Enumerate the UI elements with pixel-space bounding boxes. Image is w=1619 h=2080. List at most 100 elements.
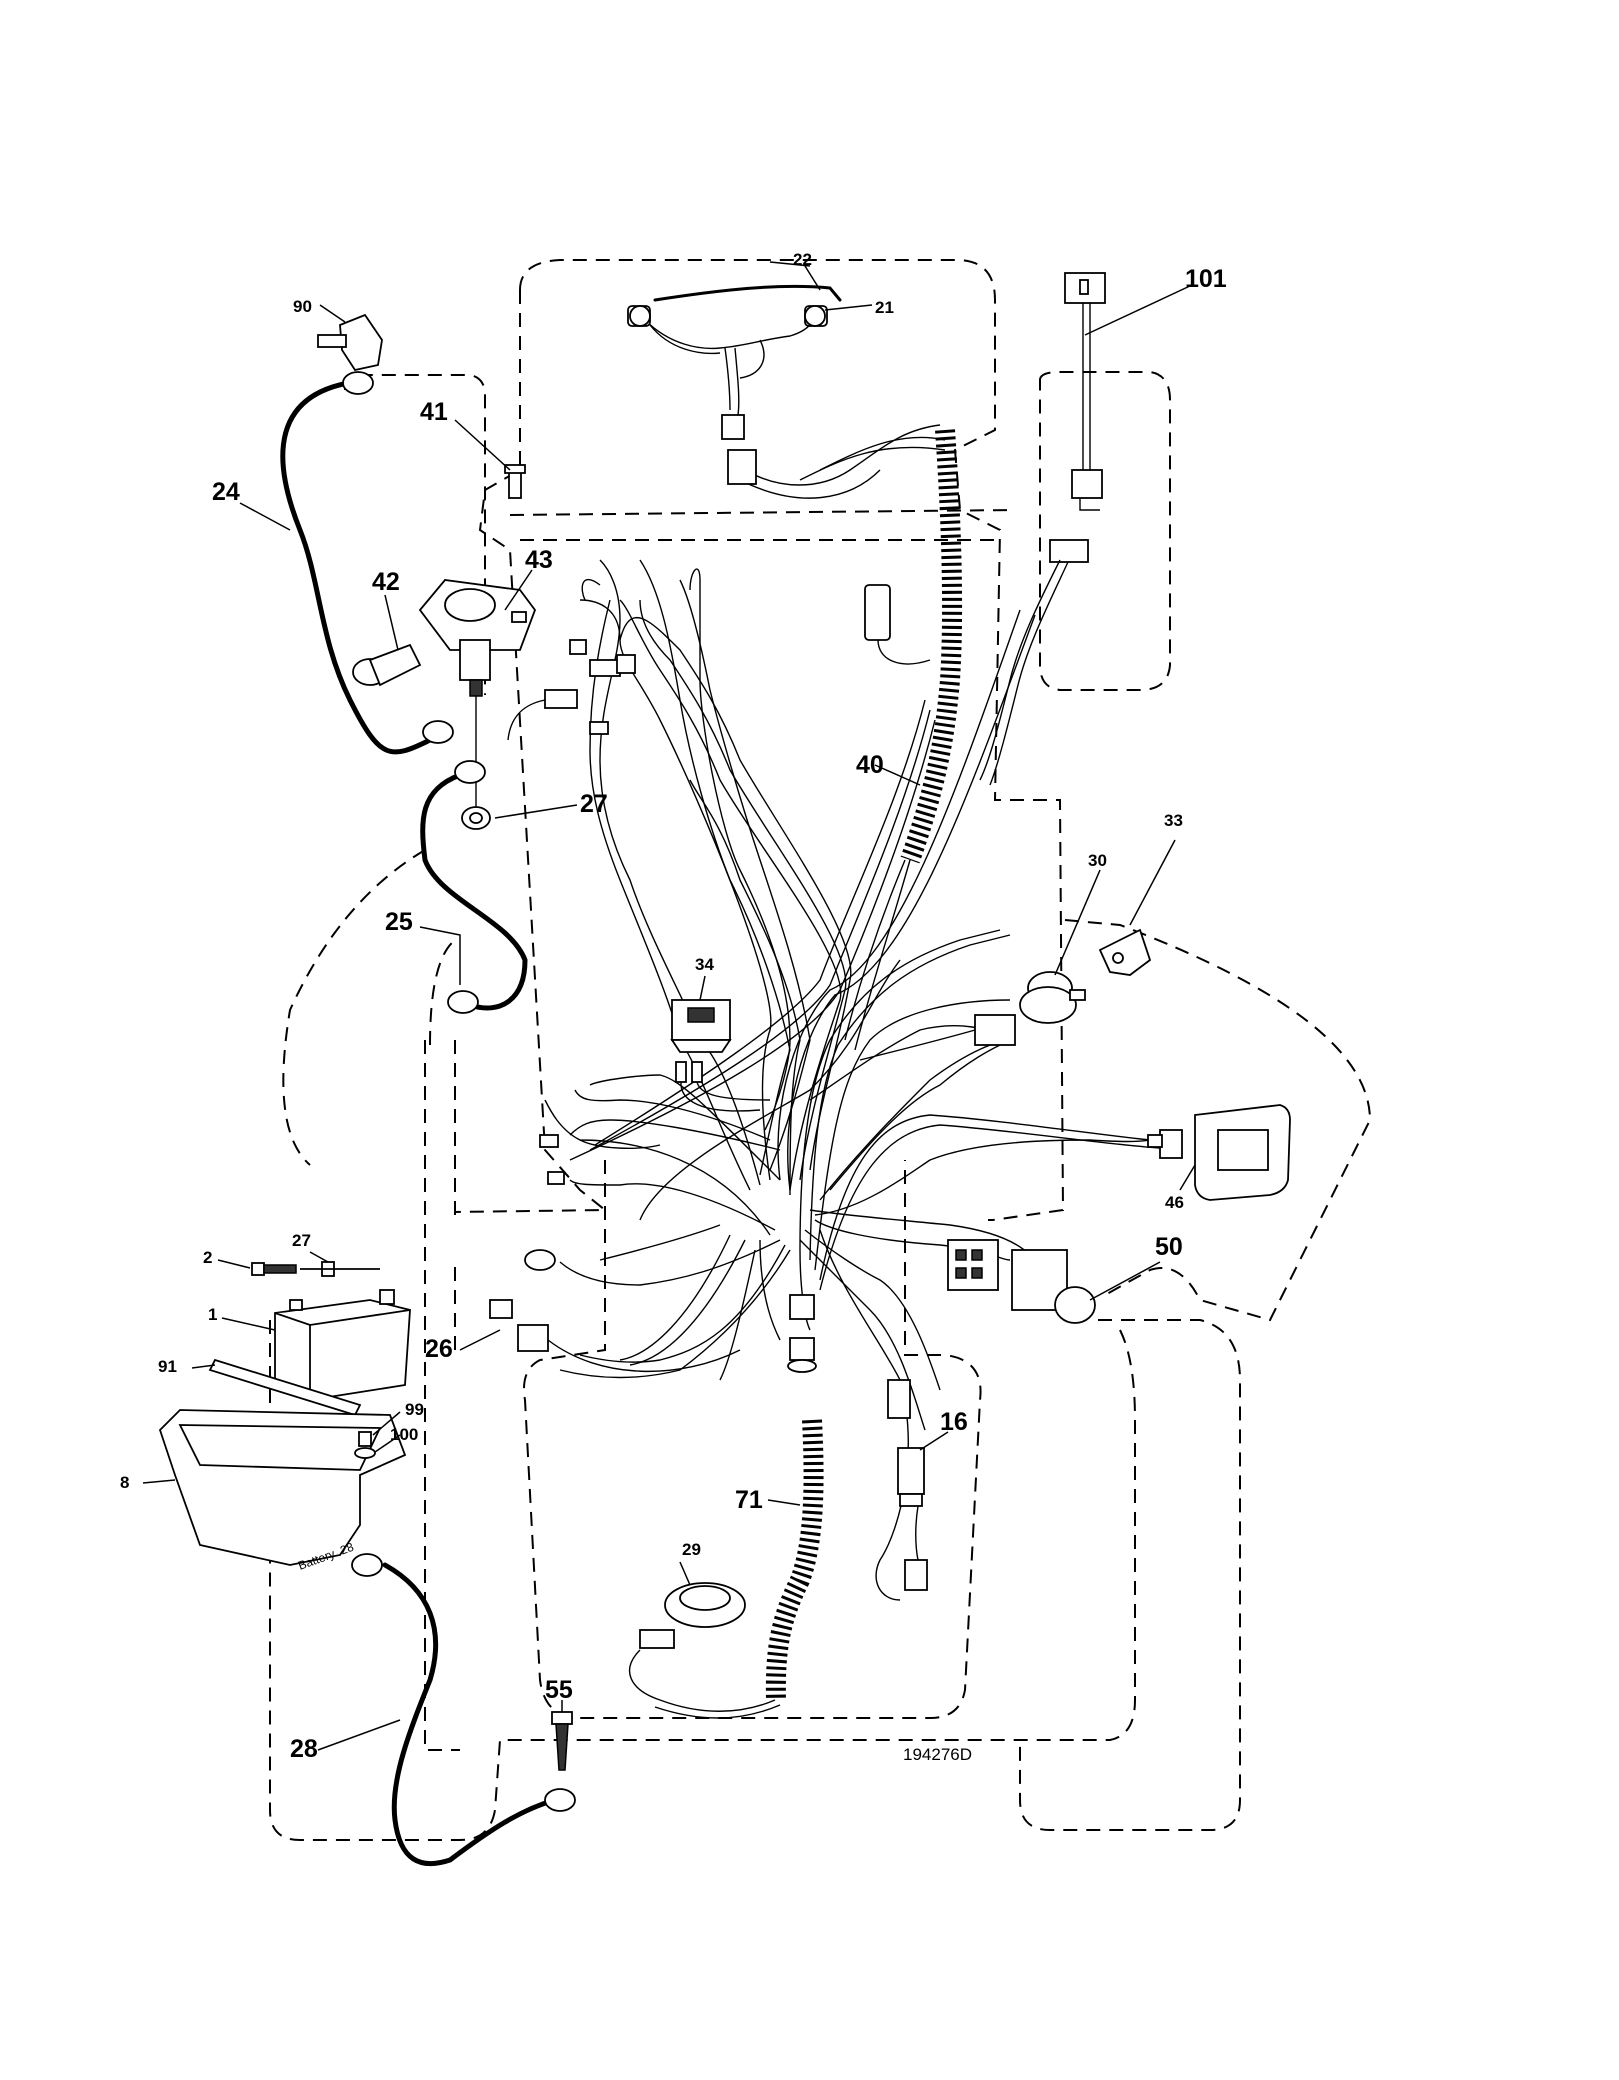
connector-16c-icon <box>904 1559 928 1591</box>
battery-1-post-a-icon <box>289 1299 303 1311</box>
ring-terminal-28b-icon <box>544 1788 576 1812</box>
terminal-left-b-icon <box>547 1171 565 1185</box>
key-33-icon <box>1098 928 1152 976</box>
connector-16-latch-icon <box>899 1493 923 1507</box>
callout-100: 100 <box>390 1425 418 1444</box>
callout-8: 8 <box>120 1473 129 1492</box>
switch-34-terminal-a-icon <box>675 1061 687 1083</box>
callout-46: 46 <box>1165 1193 1184 1212</box>
connector-16b-icon <box>887 1379 911 1419</box>
fuse-26-icon <box>489 1299 513 1319</box>
part-25-cable <box>420 760 528 1014</box>
part-24-cable <box>280 371 454 755</box>
part-34-switch <box>670 999 771 1112</box>
boot-42-sleeve-icon <box>368 643 422 687</box>
connector-40-icon <box>864 584 891 641</box>
callout-91: 91 <box>158 1357 177 1376</box>
socket-a-icon <box>789 1294 815 1320</box>
spade-connector-d-icon <box>544 689 578 709</box>
spade-connector-b-icon <box>589 659 621 677</box>
callout-29: 29 <box>682 1540 701 1559</box>
solenoid-43-post-icon <box>459 639 491 681</box>
pin-50d-icon <box>971 1267 983 1279</box>
ring-terminal-mid <box>524 1134 565 1271</box>
pin-50c-icon <box>955 1267 967 1279</box>
leader-lines <box>142 261 1196 1751</box>
callout-99: 99 <box>405 1400 424 1419</box>
spade-connector-c-icon <box>616 654 636 674</box>
screw-55-head-icon <box>551 1711 573 1725</box>
ring-terminal-25b-icon <box>447 990 479 1014</box>
callout-21: 21 <box>875 298 894 317</box>
part-29-grommet <box>639 1582 746 1649</box>
connector-29-icon <box>639 1629 675 1649</box>
callout-33: 33 <box>1164 811 1183 830</box>
screw-41-head-icon <box>504 464 526 474</box>
headlight-socket-left-icon <box>629 305 651 327</box>
connector-16-icon <box>897 1447 925 1495</box>
callout-26: 26 <box>425 1335 453 1363</box>
washer-100-icon <box>354 1447 376 1459</box>
callout-55: 55 <box>545 1676 573 1704</box>
ring-terminal-25a-icon <box>454 760 486 784</box>
callout-71: 71 <box>735 1486 763 1514</box>
callout-40: 40 <box>856 751 884 779</box>
pin-50b-icon <box>971 1249 983 1261</box>
ring-terminal-24b-icon <box>422 720 454 744</box>
callout-25: 25 <box>385 908 413 936</box>
callout-16: 16 <box>940 1408 968 1436</box>
part-28-cable <box>351 1553 576 1867</box>
part-90-terminal <box>317 313 383 372</box>
switch-34-terminal-b-icon <box>691 1061 703 1083</box>
ring-terminal-mid-icon <box>524 1249 556 1271</box>
socket-b-flange-icon <box>787 1359 817 1373</box>
part-2-bolt <box>251 1262 297 1276</box>
headlight-plug-icon <box>727 449 757 485</box>
callout-34: 34 <box>695 955 714 974</box>
meter-46-plug-icon <box>1159 1129 1183 1159</box>
part-1-battery <box>274 1289 411 1401</box>
callout-90: 90 <box>293 297 312 316</box>
callout-42: 42 <box>372 568 400 596</box>
pto-50-knob-icon <box>1054 1286 1096 1324</box>
part-46-meter <box>1147 1104 1291 1201</box>
nut-27-hole-icon <box>469 812 483 824</box>
part-71-conduit <box>629 1419 824 1719</box>
part-55-screw <box>551 1711 573 1771</box>
part-33-key <box>1098 928 1152 976</box>
tray-8-inner-icon <box>178 1424 382 1471</box>
part-16-connector <box>887 1379 928 1591</box>
callout-27a: 27 <box>580 790 608 818</box>
fuse-holder-26-icon <box>517 1324 549 1352</box>
switch-101-plug-icon <box>1071 469 1103 499</box>
switch-101-terminal-icon <box>1079 279 1089 295</box>
part-42-boot <box>352 643 422 687</box>
meter-46-display-icon <box>1217 1129 1269 1171</box>
part-100-washer <box>354 1447 376 1459</box>
switch-34-rocker-icon <box>687 1007 715 1023</box>
callout-30: 30 <box>1088 851 1107 870</box>
screw-55-icon <box>555 1723 569 1771</box>
pin-50a-icon <box>955 1249 967 1261</box>
part-50-pto <box>947 1239 1096 1324</box>
part-26-fuse <box>489 1299 741 1373</box>
connector-50-icon <box>947 1239 999 1291</box>
bolt-99-icon <box>358 1431 372 1447</box>
ignition-30-tab-icon <box>1069 989 1086 1001</box>
terminal-90-icon <box>339 313 383 372</box>
connector-30-icon <box>974 1014 1016 1046</box>
callout-22: 22 <box>793 250 812 269</box>
ring-terminal-24a-icon <box>342 371 374 395</box>
callout-1: 1 <box>208 1305 217 1324</box>
callout-41: 41 <box>420 398 448 426</box>
switch-34-base-icon <box>670 1039 732 1053</box>
grommet-29-center-icon <box>679 1585 731 1611</box>
spade-connectors <box>507 639 636 741</box>
battery-1-post-b-icon <box>379 1289 395 1305</box>
headlight-harness <box>627 284 941 499</box>
socket-near-71 <box>787 1294 817 1373</box>
bolt-2-thread-icon <box>263 1264 297 1274</box>
headlight-connector-icon <box>721 414 745 440</box>
part-40-conduit <box>799 429 963 1051</box>
